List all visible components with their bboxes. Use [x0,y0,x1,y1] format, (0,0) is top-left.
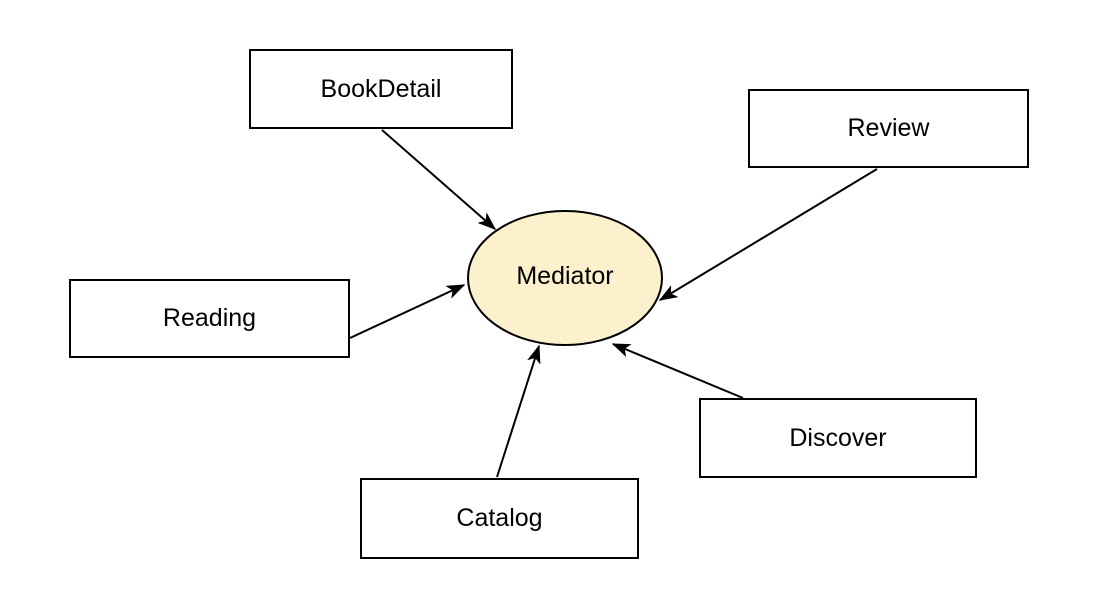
node-reading: Reading [69,279,350,358]
mediator-ellipse [467,210,663,346]
node-review: Review [748,89,1029,168]
node-catalog-label: Catalog [456,504,543,532]
node-catalog: Catalog [360,478,639,559]
node-bookdetail: BookDetail [249,49,513,129]
node-review-label: Review [847,114,930,142]
node-bookdetail-label: BookDetail [320,74,442,103]
node-discover-label: Discover [789,423,887,452]
arrow-bookdetail-to-mediator [381,129,495,229]
arrow-catalog-to-mediator [496,346,539,478]
node-discover: Discover [699,398,977,478]
arrow-review-to-mediator [660,168,878,301]
arrow-reading-to-mediator [349,284,464,339]
arrow-discover-to-mediator [613,343,744,399]
node-reading-label: Reading [162,304,257,332]
